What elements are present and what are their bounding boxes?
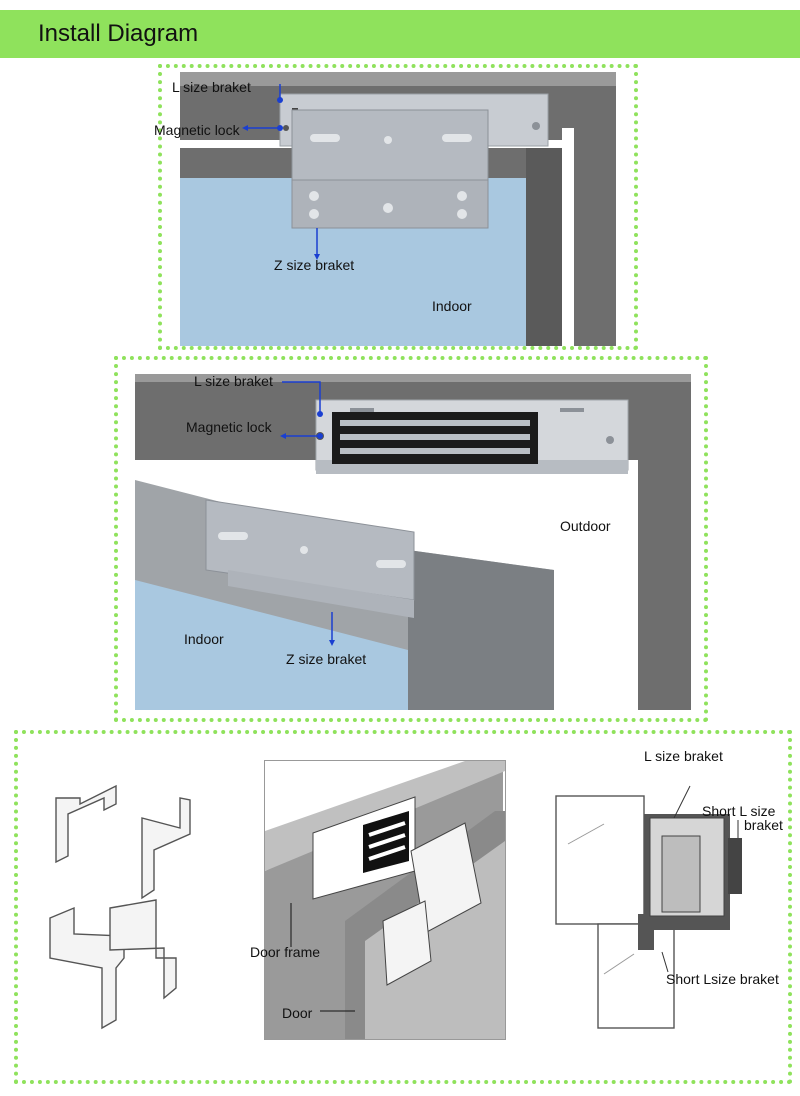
section-short-l-top-label-line1: Short L size: [702, 803, 776, 819]
top-view-illustration: [180, 72, 616, 346]
bracket-parts-illustration: [49, 784, 191, 1030]
angle-view-indoor-label: Indoor: [184, 631, 224, 647]
section-short-l-bottom-label: Short Lsize braket: [666, 971, 779, 987]
door-label: Door: [282, 1005, 313, 1021]
scene-angle-view: [118, 360, 704, 718]
door-frame-label: Door frame: [250, 944, 321, 960]
angle-view-magnetic-lock-label: Magnetic lock: [186, 419, 272, 435]
angle-view-l-bracket-label: L size braket: [194, 373, 273, 389]
angle-view-outdoor-label: Outdoor: [560, 518, 611, 534]
panel-parts: [14, 730, 792, 1084]
angle-view-z-bracket-label: Z size braket: [286, 651, 367, 667]
cross-section-illustration: [555, 785, 742, 1029]
header-bar: Install Diagram: [0, 10, 800, 58]
panel-top-view: [158, 64, 638, 350]
top-view-magnetic-lock-label: Magnetic lock: [154, 122, 240, 138]
panel-angle-view: [114, 356, 708, 722]
page-title: Install Diagram: [38, 20, 199, 47]
scene-top-view: [162, 68, 634, 346]
door-frame-illustration: [265, 761, 505, 1039]
section-l-bracket-label: L size braket: [644, 748, 723, 764]
section-short-l-top-label-line2: braket: [744, 817, 783, 833]
top-view-z-bracket-label: Z size braket: [274, 257, 355, 273]
top-view-l-bracket-label: L size braket: [172, 79, 251, 95]
top-view-indoor-label: Indoor: [432, 298, 472, 314]
angle-view-illustration: [135, 374, 691, 710]
door-frame-scene: [264, 760, 506, 1040]
